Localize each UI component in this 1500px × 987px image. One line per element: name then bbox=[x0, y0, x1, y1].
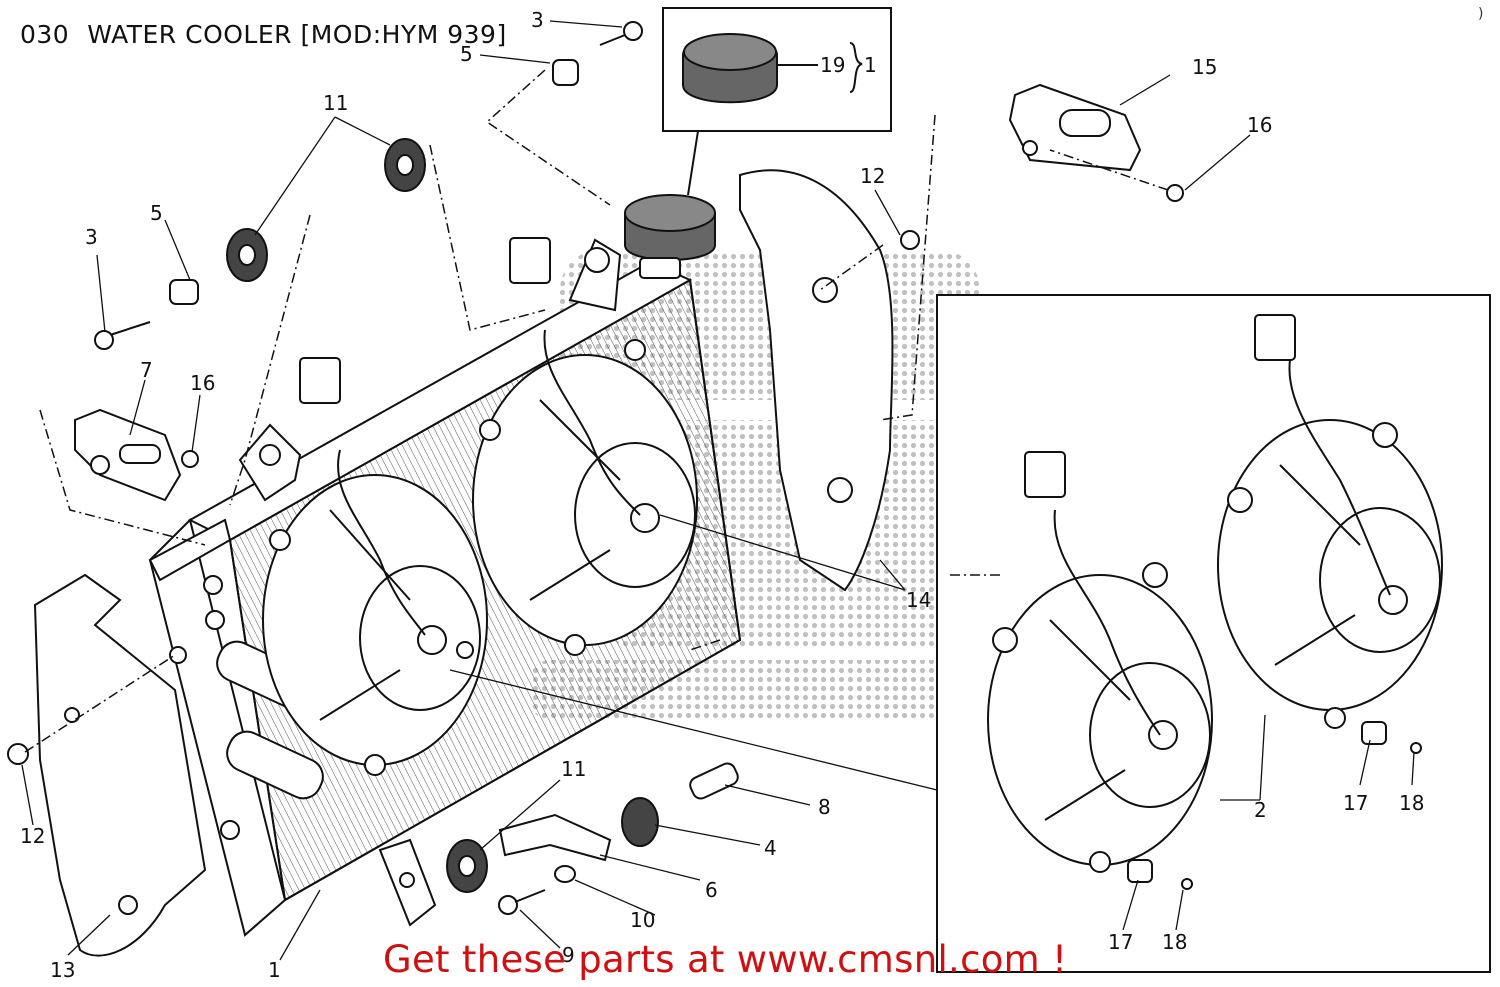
promo-link-text[interactable]: Get these parts at www.cmsnl.com ! bbox=[383, 938, 1068, 981]
callout-label: 3 bbox=[85, 225, 98, 249]
callout-label: 3 bbox=[531, 8, 544, 32]
construction-lines bbox=[24, 69, 1169, 753]
callout-label: 12 bbox=[20, 824, 46, 848]
callout-label: 5 bbox=[460, 42, 473, 66]
callout-label: 1 bbox=[268, 958, 281, 982]
callout-label: 15 bbox=[1192, 55, 1218, 79]
callout-label: 2 bbox=[1254, 798, 1267, 822]
diagram-title: 030 WATER COOLER [MOD:HYM 939] bbox=[20, 20, 507, 49]
callout-label: 8 bbox=[818, 795, 831, 819]
callout-label: 14 bbox=[906, 588, 932, 612]
leader-lines bbox=[21, 20, 1415, 961]
callout-label: 16 bbox=[190, 371, 216, 395]
callout-label: 5 bbox=[150, 201, 163, 225]
callout-label: 17 bbox=[1343, 791, 1369, 815]
callout-label: 13 bbox=[50, 958, 76, 982]
bracket-7 bbox=[74, 408, 182, 502]
hardware bbox=[7, 21, 1184, 915]
callout-label: 18 bbox=[1399, 791, 1425, 815]
fan-right bbox=[472, 237, 698, 656]
bracket-15 bbox=[1008, 83, 1142, 172]
corner-mark: ) bbox=[1478, 6, 1484, 22]
callout-label: 10 bbox=[630, 908, 656, 932]
callout-label: 1 bbox=[864, 53, 877, 77]
callout-label: 4 bbox=[764, 836, 777, 860]
fan-assembly-inset bbox=[936, 294, 1491, 973]
callout-label: 11 bbox=[323, 91, 349, 115]
callout-label: 7 bbox=[140, 358, 153, 382]
callout-label: 19 bbox=[820, 53, 846, 77]
cap-inset bbox=[662, 7, 892, 196]
callout-label: 11 bbox=[561, 757, 587, 781]
diagram-number: 030 bbox=[20, 20, 70, 49]
callout-label: 12 bbox=[860, 164, 886, 188]
fan-left bbox=[262, 357, 488, 776]
callout-label: 18 bbox=[1162, 930, 1188, 954]
filler-cap bbox=[624, 194, 716, 279]
callout-label: 16 bbox=[1247, 113, 1273, 137]
diagram-name: WATER COOLER [MOD:HYM 939] bbox=[87, 20, 507, 49]
callout-label: 9 bbox=[562, 943, 575, 967]
callout-label: 17 bbox=[1108, 930, 1134, 954]
callout-label: 6 bbox=[705, 878, 718, 902]
side-cover-right bbox=[739, 169, 894, 592]
side-cover-left bbox=[33, 573, 207, 957]
